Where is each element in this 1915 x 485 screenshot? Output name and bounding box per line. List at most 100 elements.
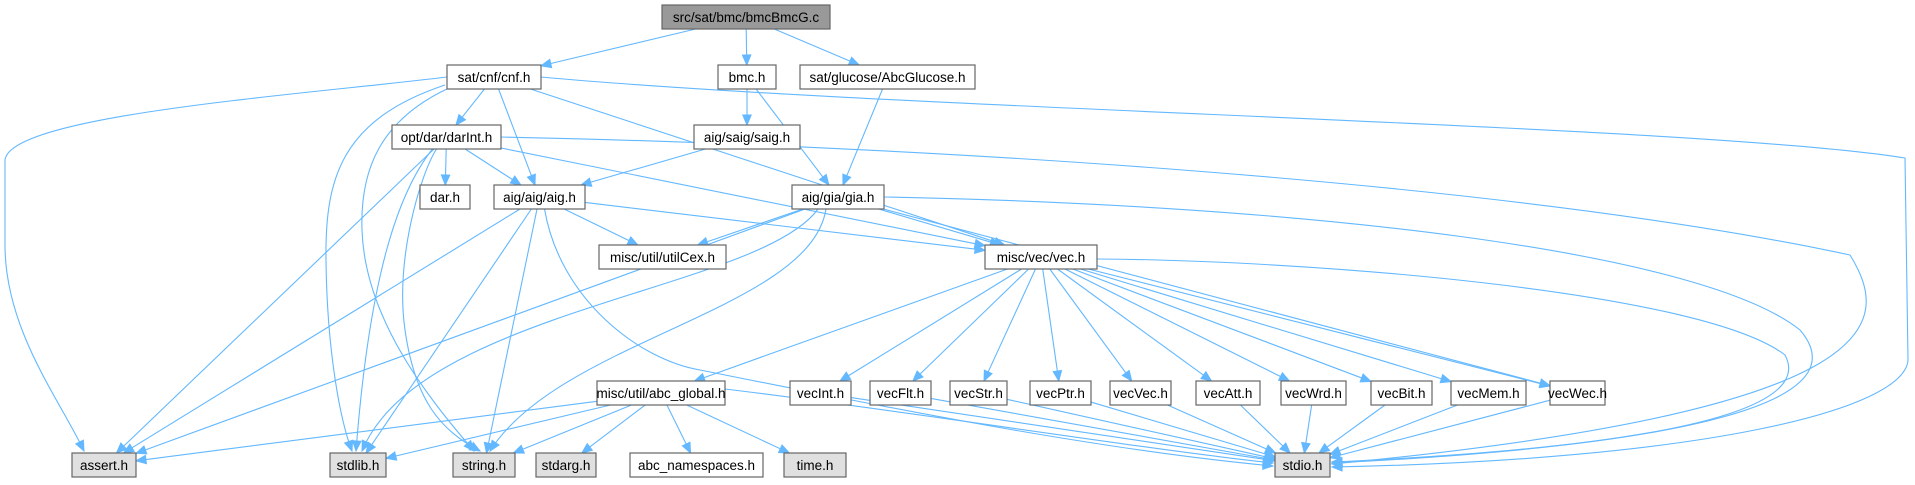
node-dar[interactable]: dar.h — [419, 184, 471, 210]
node-vec[interactable]: misc/vec/vec.h — [984, 244, 1098, 270]
edge-vec-to-vecWec — [1088, 268, 1542, 385]
edge-vec-to-stdio — [1096, 258, 1790, 463]
arrowhead-vecAtt-to-stdio — [1279, 442, 1292, 454]
node-vecBit[interactable]: vecBit.h — [1370, 380, 1433, 406]
arrowhead-cnf-to-assert — [74, 439, 85, 453]
node-abc_global[interactable]: misc/util/abc_global.h — [596, 380, 726, 406]
node-glucose[interactable]: sat/glucose/AbcGlucose.h — [799, 64, 976, 90]
node-box — [693, 124, 801, 150]
node-saig[interactable]: aig/saig/saig.h — [693, 124, 801, 150]
edge-vecInt-to-stdio — [850, 397, 1267, 461]
node-box — [1029, 380, 1092, 406]
arrowhead-cnf-to-aig — [526, 173, 536, 187]
edge-vecBit-to-stdio — [1325, 404, 1386, 449]
node-aig[interactable]: aig/aig/aig.h — [493, 184, 586, 210]
edge-gia-to-vec — [878, 208, 992, 243]
edge-darInt-to-stdio — [500, 136, 1867, 465]
node-label: time.h — [797, 458, 834, 473]
node-stdlib: stdlib.h — [329, 452, 387, 478]
arrowhead-vec-to-vecBit — [1359, 373, 1373, 383]
arrowhead-vec-to-vecWec — [1538, 378, 1552, 389]
node-assert: assert.h — [71, 452, 137, 478]
node-box — [783, 452, 847, 478]
arrowhead-vec-to-vecInt — [838, 371, 852, 382]
arrowhead-abc_global-to-time — [777, 444, 791, 454]
node-box — [452, 452, 516, 478]
edge-vecPtr-to-stdio — [1090, 401, 1267, 455]
node-label: vecMem.h — [1457, 386, 1519, 401]
node-box — [984, 244, 1098, 270]
node-label: vecWrd.h — [1285, 386, 1342, 401]
edge-aig-to-utilCex — [563, 208, 631, 242]
node-vecWec[interactable]: vecWec.h — [1548, 380, 1607, 406]
edge-aig-to-assert — [130, 208, 521, 449]
node-root[interactable]: src/sat/bmc/bmcBmcG.c — [661, 4, 831, 30]
arrowhead-vecVec-to-stdio — [1263, 444, 1277, 454]
node-vecInt[interactable]: vecInt.h — [789, 380, 852, 406]
node-label: vecVec.h — [1113, 386, 1168, 401]
node-box — [446, 64, 542, 90]
arrowhead-root-to-cnf — [539, 58, 553, 69]
node-cnf[interactable]: sat/cnf/cnf.h — [446, 64, 542, 90]
node-label: misc/util/abc_global.h — [596, 386, 725, 401]
node-vecPtr[interactable]: vecPtr.h — [1029, 380, 1092, 406]
node-bmc[interactable]: bmc.h — [717, 64, 777, 90]
arrowhead-vec-to-vecAtt — [1200, 370, 1213, 382]
node-string: string.h — [452, 452, 516, 478]
edge-cnf-to-vec — [530, 88, 997, 243]
edge-gia-to-string — [489, 208, 827, 452]
edge-aig-to-vec — [584, 201, 977, 250]
node-label: vecInt.h — [797, 386, 844, 401]
edge-cnf-to-darInt — [461, 88, 485, 119]
node-box — [329, 452, 387, 478]
node-vecStr[interactable]: vecStr.h — [949, 380, 1008, 406]
arrowhead-saig-to-aig — [579, 177, 593, 187]
node-time: time.h — [783, 452, 847, 478]
edge-vec-to-vecInt — [847, 268, 1022, 377]
node-label: assert.h — [80, 458, 128, 473]
arrowhead-darInt-to-aig — [509, 175, 522, 186]
node-vecVec[interactable]: vecVec.h — [1109, 380, 1172, 406]
node-utilCex[interactable]: misc/util/utilCex.h — [598, 244, 727, 270]
edge-gia-to-vecWec — [883, 208, 1542, 384]
arrowhead-aig-to-vec — [973, 244, 987, 254]
node-vecMem[interactable]: vecMem.h — [1450, 380, 1527, 406]
arrowhead-bmc-to-gia — [818, 173, 830, 187]
node-vecWrd[interactable]: vecWrd.h — [1280, 380, 1347, 406]
edge-aig-to-string — [487, 208, 538, 445]
arrowhead-aig-to-assert — [122, 443, 136, 454]
node-vecAtt[interactable]: vecAtt.h — [1195, 380, 1261, 406]
arrowhead-vecWrd-to-stdio — [1301, 441, 1311, 455]
node-abc_namespaces[interactable]: abc_namespaces.h — [629, 452, 764, 478]
node-box — [71, 452, 137, 478]
arrowhead-root-to-glucose — [847, 56, 861, 66]
arrowhead-darInt-to-stdlib — [351, 440, 362, 453]
node-gia[interactable]: aig/gia/gia.h — [791, 184, 885, 210]
edge-darInt-to-dar — [444, 148, 447, 177]
node-vecFlt[interactable]: vecFlt.h — [869, 380, 932, 406]
edge-vecStr-to-stdio — [1006, 398, 1267, 458]
node-label: vecPtr.h — [1036, 386, 1085, 401]
node-darInt[interactable]: opt/dar/darInt.h — [391, 124, 502, 150]
node-box — [598, 244, 727, 270]
node-label: sat/glucose/AbcGlucose.h — [809, 70, 965, 85]
edge-cnf-to-stdlib — [325, 84, 446, 452]
arrowhead-vec-to-vecWrd — [1277, 371, 1291, 382]
arrowhead-bmc-to-saig — [742, 114, 752, 127]
arrowhead-aig-to-utilCex — [626, 235, 640, 246]
edge-vecFlt-to-stdio — [930, 397, 1267, 460]
edge-abc_global-to-assert — [144, 400, 598, 461]
arrowhead-gia-to-string — [489, 439, 500, 453]
arrowhead-darInt-to-assert — [115, 442, 128, 454]
node-box — [1274, 452, 1331, 478]
node-label: sat/cnf/cnf.h — [458, 70, 531, 85]
node-label: misc/vec/vec.h — [997, 250, 1086, 265]
arrowhead-abc_global-to-string — [512, 444, 526, 454]
edge-root-to-cnf — [549, 28, 696, 65]
edge-vec-to-abc_global — [702, 268, 1008, 379]
edge-abc_global-to-string — [521, 404, 632, 451]
arrowhead-glucose-to-gia — [842, 173, 852, 187]
edge-vec-to-vecAtt — [1057, 268, 1205, 377]
arrowhead-abc_global-to-assert — [134, 454, 148, 465]
